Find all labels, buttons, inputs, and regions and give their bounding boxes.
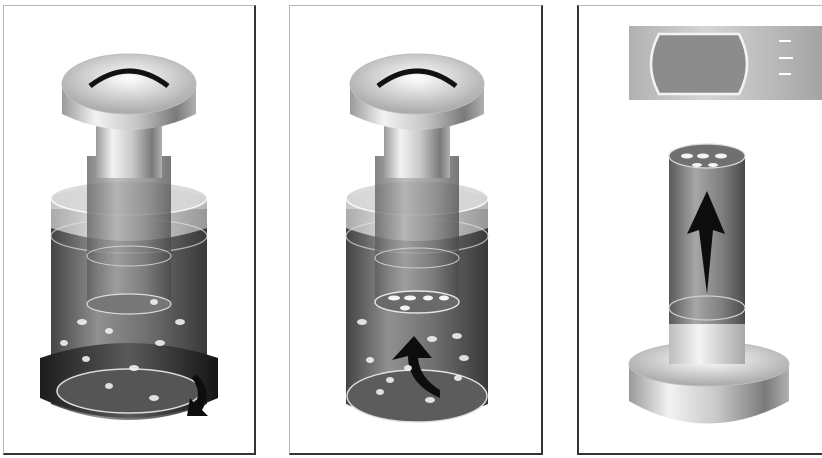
rotation-diagram [40, 53, 218, 420]
upward-arrow-icon [392, 336, 440, 398]
panel-rotation [3, 5, 256, 455]
rotation-arc-icon [376, 68, 458, 88]
inner-tube [375, 156, 459, 306]
vial-window [649, 32, 749, 96]
tube-bottom [86, 293, 172, 315]
tube-bottom [374, 290, 460, 314]
inverted-diagram [628, 26, 822, 424]
tube-particles [681, 153, 727, 167]
flow-diagram [345, 53, 489, 423]
rotation-arrow-icon [187, 374, 208, 416]
particles [357, 319, 469, 403]
inner-tube [87, 156, 171, 304]
tube-particles [388, 295, 449, 311]
particles [60, 299, 185, 401]
upward-arrow-icon [687, 191, 725, 294]
panel-upward-flow [289, 5, 543, 455]
rotation-arc-icon [88, 68, 170, 88]
panel-inverted [577, 5, 822, 455]
